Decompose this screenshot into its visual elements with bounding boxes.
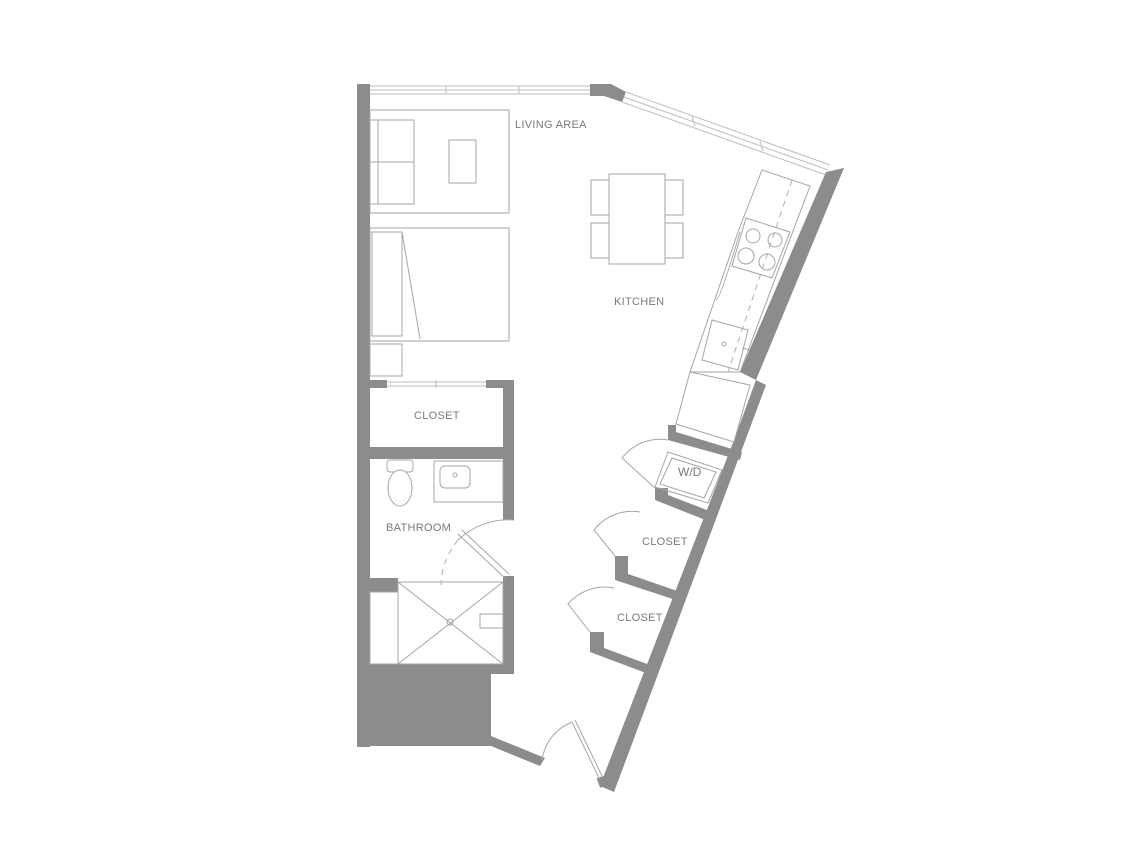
entry-door [541, 719, 604, 781]
washer-dryer-unit [621, 438, 723, 504]
wall-top-corner [590, 84, 626, 102]
wall-entry-jamb [596, 774, 612, 788]
label-closet-bedroom: CLOSET [414, 410, 460, 422]
coffee-table [448, 139, 477, 184]
wall-entry [491, 736, 545, 766]
wall-left [357, 84, 370, 747]
wall-wd-bottom [655, 488, 712, 521]
cooktop [731, 217, 791, 279]
living-furniture [369, 109, 510, 214]
shower-bench [369, 591, 399, 665]
dining-set [590, 173, 684, 265]
wall-right-lower [600, 380, 766, 792]
angled-window [621, 91, 831, 176]
wall-closet-bottom [370, 447, 514, 459]
top-window [370, 85, 592, 95]
wall-bath-shower-split [370, 578, 398, 592]
wall-bath-bottom [370, 664, 514, 674]
label-closet-lower: CLOSET [617, 612, 663, 624]
wall-kitchen-end [668, 425, 742, 460]
dining-table [608, 173, 666, 265]
label-bathroom: BATHROOM [386, 522, 451, 534]
kitchen-sink [701, 319, 751, 371]
label-kitchen: KITCHEN [614, 296, 664, 308]
wall-bottom-block [357, 664, 491, 746]
wall-closet1-bottom [615, 556, 686, 602]
label-washer-dryer: W/D [678, 465, 702, 479]
bedroom-closet-doors [387, 380, 486, 388]
fridge [675, 371, 751, 443]
shower [397, 581, 504, 665]
bed [369, 227, 510, 377]
kitchen-counter [675, 169, 811, 443]
closet-upper-door [593, 510, 641, 557]
toilet [386, 459, 414, 507]
label-closet-upper: CLOSET [642, 536, 688, 548]
label-living-area: LIVING AREA [515, 119, 587, 131]
windows [370, 85, 831, 176]
wall-right-upper [740, 168, 844, 380]
bathroom-door [440, 519, 515, 586]
walls [357, 84, 844, 792]
vanity-sink [433, 460, 504, 503]
nightstand [369, 343, 403, 377]
wall-closet-top-left [370, 380, 387, 388]
bathroom-fixtures [369, 459, 515, 665]
wall-bath-right-lower [503, 576, 514, 674]
wall-closet-top-right [486, 380, 514, 388]
wall-closet2-bottom [590, 632, 658, 676]
closet-lower-door [567, 586, 615, 633]
